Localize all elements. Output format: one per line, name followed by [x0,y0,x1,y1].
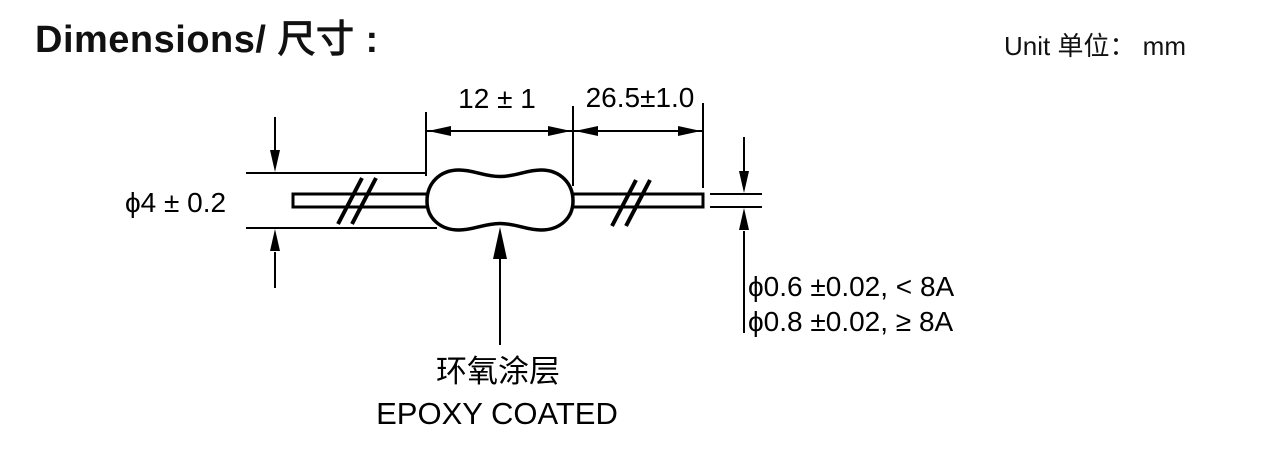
arrowhead-up-icon [270,229,280,251]
arrowhead-up-icon [739,208,749,230]
epoxy-label-cn: 环氧涂层 [436,354,560,389]
body-diameter-dim-label: ϕ4 ± 0.2 [125,187,226,218]
component-body [425,168,575,232]
page-title: Dimensions/ 尺寸 : [35,19,379,61]
body-length-dimension: 12 ± 1 [425,83,574,186]
break-mark-left [336,177,378,225]
lead-diameter-small-label: ϕ0.6 ±0.02, < 8A [748,271,955,302]
lead-length-dim-label: 26.5±1.0 [586,82,695,113]
arrowhead-down-icon [270,150,280,172]
break-slash-icon [610,179,638,227]
body-length-dim-label: 12 ± 1 [458,83,536,114]
arrowhead-right-icon [548,126,571,136]
unit-label: Unit 单位： mm [1004,31,1187,61]
break-mark-right [610,179,652,227]
arrowhead-left-icon [428,126,451,136]
epoxy-label-en: EPOXY COATED [376,396,618,431]
body-diameter-dimension: ϕ4 ± 0.2 [125,117,437,288]
break-slash-icon [350,177,378,225]
lead-diameter-dimension: ϕ0.6 ±0.02, < 8A ϕ0.8 ±0.02, ≥ 8A [710,137,955,337]
epoxy-coating-callout: 环氧涂层 EPOXY COATED [376,227,618,431]
arrowhead-up-icon [493,227,507,259]
arrowhead-down-icon [739,171,749,193]
arrowhead-right-icon [678,126,701,136]
arrowhead-left-icon [575,126,598,136]
break-slash-icon [624,179,652,227]
lead-length-dimension: 26.5±1.0 [573,82,704,188]
break-slash-icon [336,177,364,225]
lead-diameter-large-label: ϕ0.8 ±0.02, ≥ 8A [748,306,954,337]
